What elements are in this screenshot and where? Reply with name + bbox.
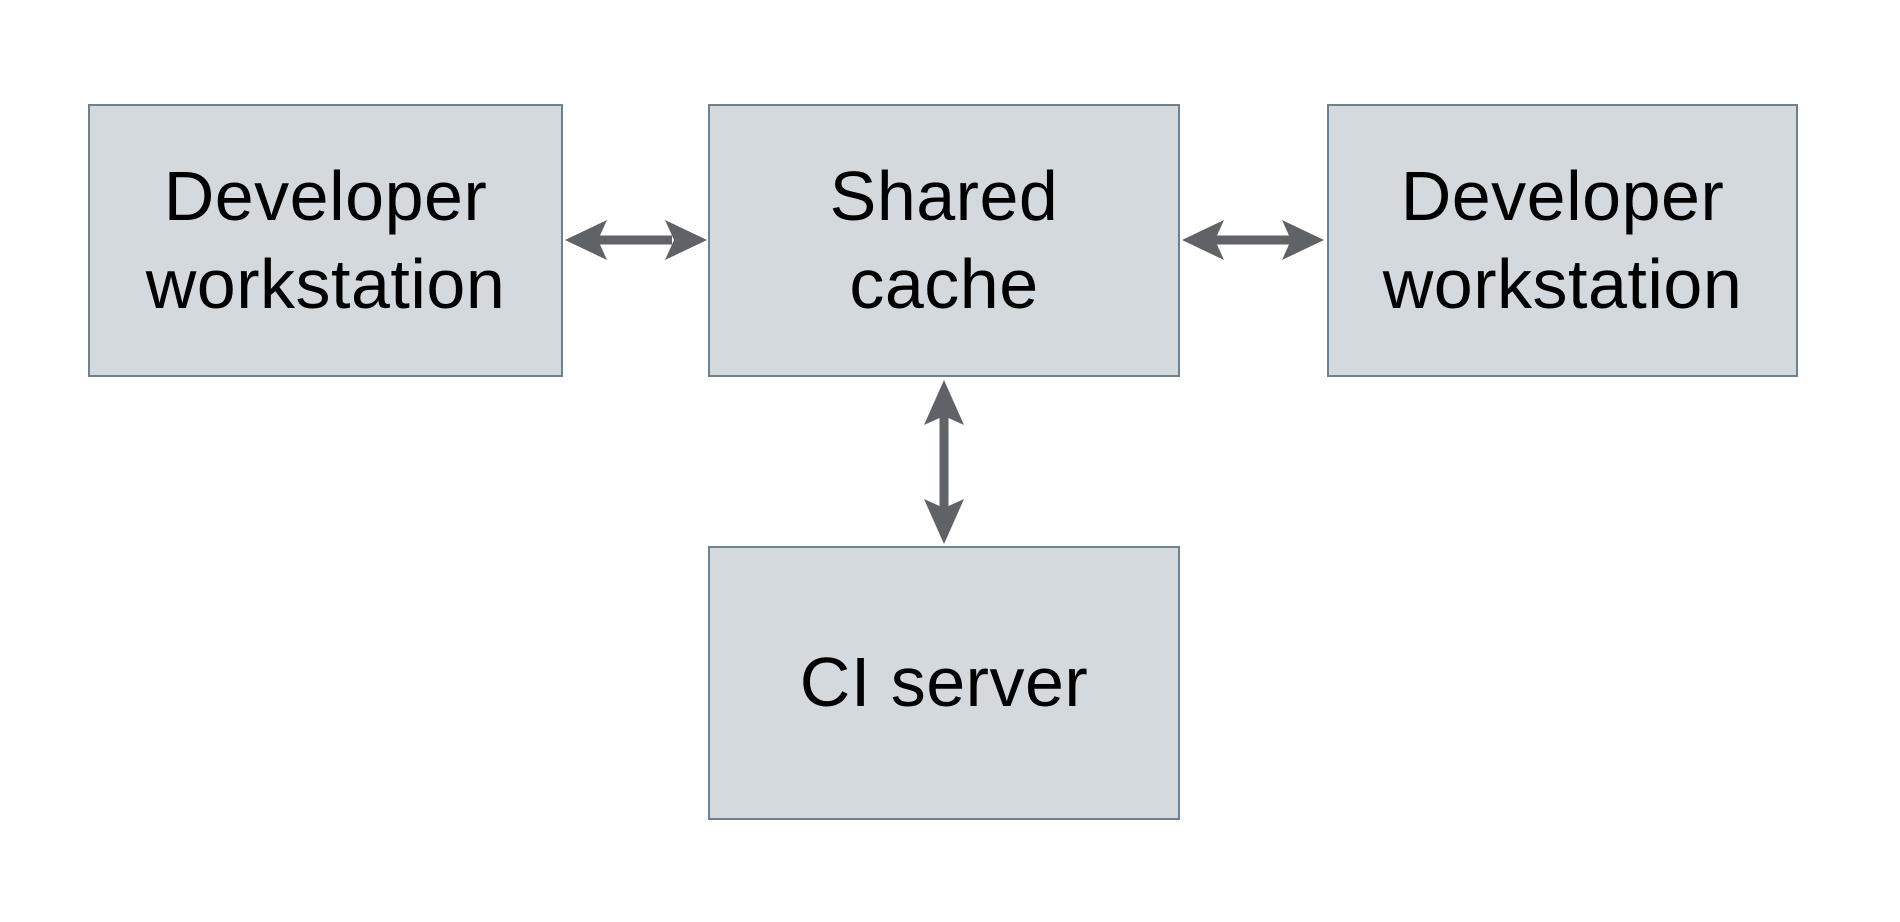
node-developer-workstation-right: Developer workstation xyxy=(1327,104,1798,377)
node-label-line: workstation xyxy=(145,244,506,323)
arrow-cache-ciserver xyxy=(924,380,964,544)
node-label-line: Developer xyxy=(163,157,488,235)
node-label-line: CI server xyxy=(799,643,1089,722)
arrow-cache-devright xyxy=(1182,220,1324,260)
node-label-line: Shared xyxy=(829,157,1059,235)
node-label-line: Developer xyxy=(1400,157,1725,235)
node-shared-cache: Shared cache xyxy=(708,104,1180,377)
node-label-line: cache xyxy=(849,244,1039,323)
arrow-devleft-cache xyxy=(565,220,707,260)
node-developer-workstation-left: Developer workstation xyxy=(88,104,563,377)
node-ci-server: CI server xyxy=(708,546,1180,820)
node-label-line: workstation xyxy=(1382,244,1743,323)
